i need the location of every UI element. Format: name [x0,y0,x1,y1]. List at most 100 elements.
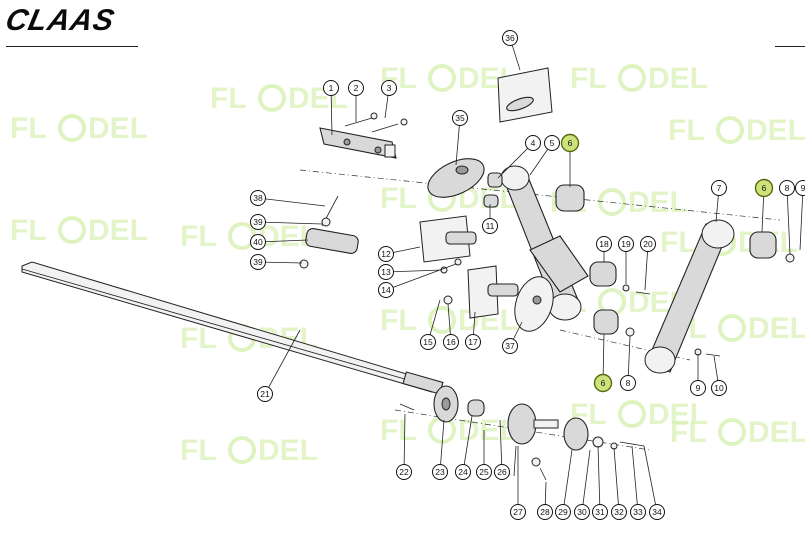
callout-circle [381,80,397,96]
watermark-text-left: FL [10,112,47,145]
callout-circle [649,504,665,520]
callout-22: 22 [396,464,412,480]
watermark-text-right: DEL [628,186,688,219]
watermark-text-left: FL [380,304,417,337]
small-bolts [344,112,408,133]
callout-label: 13 [381,267,391,277]
watermark-text-right: DEL [88,112,148,145]
callout-5: 5 [544,135,560,151]
callout-circle [525,135,541,151]
watermark-gear-icon [258,84,286,112]
callout-label: 8 [626,378,631,388]
callout-7: 7 [711,180,727,196]
callout-label: 37 [505,341,515,351]
watermark-gear-icon [718,314,746,342]
callout-circle [250,234,266,250]
callout-circle [257,386,273,402]
bracket-part [319,127,397,159]
callout-label: 26 [497,467,507,477]
pin-assembly [299,195,359,269]
callout-label: 29 [558,507,568,517]
watermark-text-right: DEL [648,62,708,95]
callout-12: 12 [378,246,394,262]
callout-27: 27 [510,504,526,520]
watermark-text-left: FL [570,62,607,95]
watermark-gear-icon [228,436,256,464]
callout-label: 5 [550,138,555,148]
watermark-text-right: DEL [648,398,708,431]
callout-label: 32 [614,507,624,517]
callout-label: 23 [435,467,445,477]
callout-circle [250,190,266,206]
callout-6: 6 [593,373,613,393]
callout-leader [497,142,534,179]
callout-label: 11 [486,221,495,231]
callout-6: 6 [560,133,580,153]
callout-leader [786,187,791,255]
callout-leader [643,445,658,513]
callout-label: 16 [446,337,456,347]
callout-label: 6 [601,378,606,388]
callout-circle [465,334,481,350]
long-shaft [21,261,444,395]
callout-leader [257,239,309,243]
watermark-text-left: FL [210,82,247,115]
callout-label: 15 [423,337,433,347]
callout-circle [455,464,471,480]
callout-11: 11 [482,218,498,234]
callout-29: 29 [555,504,571,520]
callout-label: 8 [785,183,790,193]
callout-label: 21 [260,389,270,399]
lever-arm-right [644,219,777,374]
callout-leader [799,187,804,251]
callout-circle [378,264,394,280]
callout-circle [250,214,266,230]
callout-label: 19 [621,239,631,249]
callout-circle [494,464,510,480]
callout-leader [613,447,620,513]
callout-label: 10 [714,383,724,393]
callout-25: 25 [476,464,492,480]
callout-label: 35 [455,113,465,123]
mounting-plates [419,215,519,319]
watermark-gear-icon [58,114,86,142]
callout-34: 34 [649,504,665,520]
callout-8: 8 [620,375,636,391]
callout-6: 6 [754,178,774,198]
callout-24: 24 [455,464,471,480]
callout-circle [250,254,266,270]
callout-leader [597,445,601,513]
callout-circle [711,180,727,196]
callout-label: 9 [696,383,701,393]
callout-38: 38 [250,190,266,206]
callout-circle [618,236,634,252]
callout-16: 16 [443,334,459,350]
callout-label: 6 [762,183,767,193]
callout-leader [499,419,503,473]
callout-20: 20 [640,236,656,252]
callout-circle [482,218,498,234]
callout-circle [396,464,412,480]
callout-label: 33 [633,507,643,517]
callout-circle [452,110,468,126]
callout-label: 17 [468,337,478,347]
callout-circle [690,380,706,396]
watermark-gear-icon [618,400,646,428]
callout-3: 3 [381,80,397,96]
callout-leader [257,221,323,225]
callout-17: 17 [465,334,481,350]
callout-leader [581,449,591,513]
callout-label: 31 [595,507,605,517]
callout-circle [537,504,553,520]
lower-hub-assemblies [399,385,645,481]
plate-part [497,67,553,123]
callout-circle [620,375,636,391]
watermark-text-left: FL [660,226,697,259]
small-hardware-right [440,253,795,357]
callout-label: 38 [253,193,263,203]
